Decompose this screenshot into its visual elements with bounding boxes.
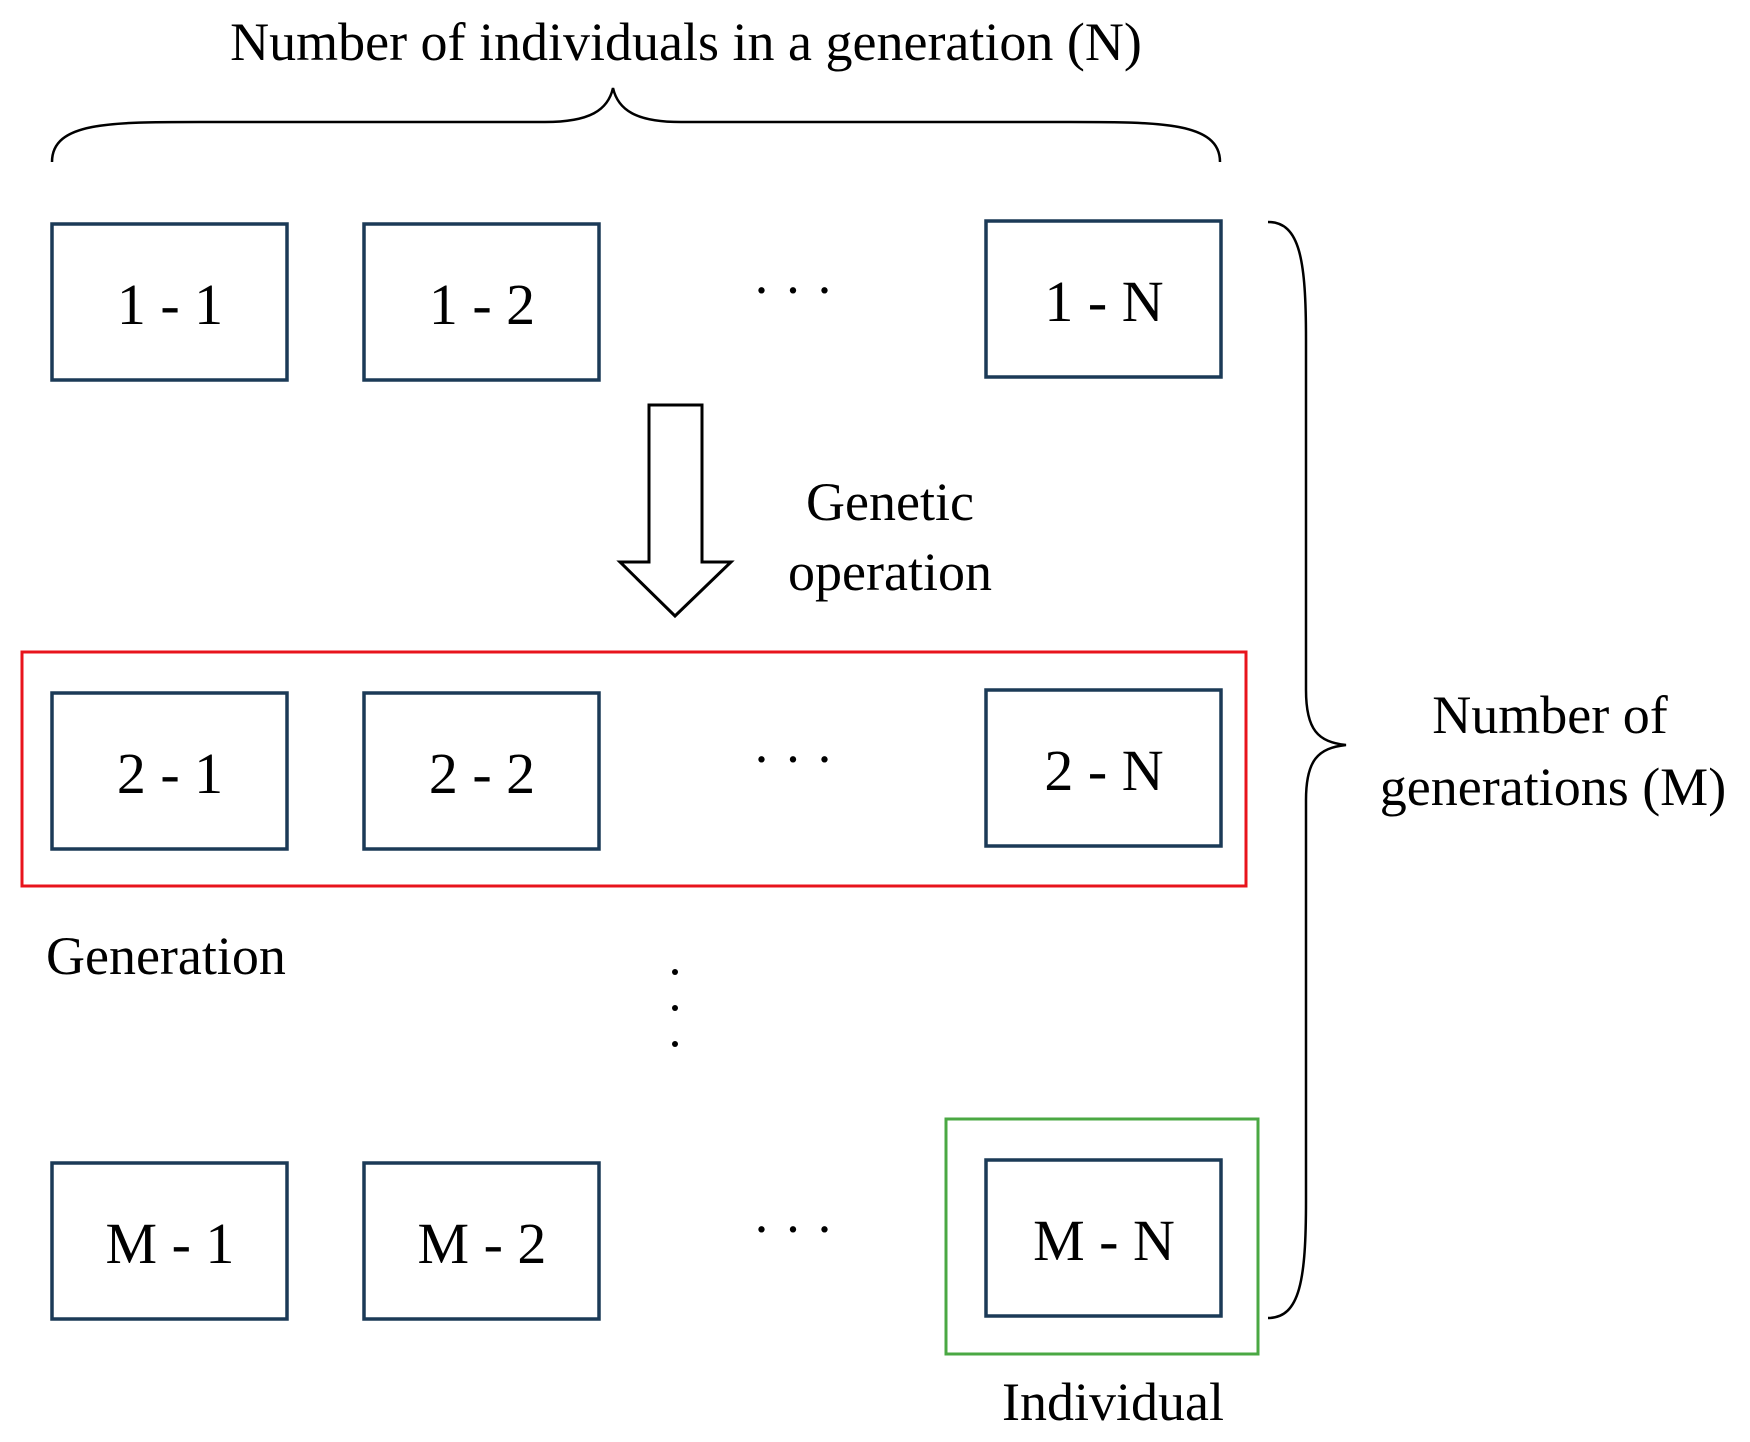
individual-cell <box>984 219 1223 379</box>
generation-row-1: 1 - 1 1 - 2 · · · 1 - N <box>50 219 1223 382</box>
ellipsis-dot <box>672 1041 678 1047</box>
generation-row-2: 2 - 1 2 - 2 · · · 2 - N <box>50 688 1223 851</box>
vertical-ellipsis <box>672 969 678 1047</box>
top-brace <box>50 87 1222 163</box>
individual-cell <box>984 688 1223 848</box>
cell-label: 1 - N <box>1044 269 1163 334</box>
generation-row-m: M - 1 M - 2 · · · M - N <box>50 1158 1223 1321</box>
horizontal-ellipsis: · · · <box>753 1199 834 1259</box>
cell-label: 2 - 2 <box>429 741 535 806</box>
horizontal-ellipsis: · · · <box>753 260 834 320</box>
individual-label: Individual <box>1002 1372 1224 1432</box>
cell-label: M - 2 <box>418 1211 547 1276</box>
individual-cell <box>50 1161 289 1321</box>
arrow-label-line-2: operation <box>788 542 992 602</box>
individual-cell <box>50 222 289 382</box>
ellipsis-dot <box>672 969 678 975</box>
cell-label: M - N <box>1033 1208 1175 1273</box>
individual-cell <box>984 1158 1223 1318</box>
individual-cell <box>362 1161 601 1321</box>
top-label: Number of individuals in a generation (N… <box>230 12 1142 72</box>
cell-label: M - 1 <box>106 1211 235 1276</box>
individual-cell <box>362 691 601 851</box>
cell-label: 1 - 2 <box>429 272 535 337</box>
side-brace <box>1267 220 1347 1320</box>
side-label-line-1: Number of <box>1432 685 1667 745</box>
arrow-label-line-1: Genetic <box>806 472 974 532</box>
ellipsis-dot <box>672 1005 678 1011</box>
individual-cell <box>50 691 289 851</box>
generation-label: Generation <box>46 926 286 986</box>
cell-label: 1 - 1 <box>117 272 223 337</box>
individual-highlight-box <box>944 1117 1260 1356</box>
horizontal-ellipsis: · · · <box>753 729 834 789</box>
cell-label: 2 - N <box>1044 738 1163 803</box>
individual-cell <box>362 222 601 382</box>
cell-label: 2 - 1 <box>117 741 223 806</box>
side-label-line-2: generations (M) <box>1380 757 1726 817</box>
generation-highlight-box <box>20 650 1248 888</box>
down-arrow-icon <box>616 403 735 619</box>
